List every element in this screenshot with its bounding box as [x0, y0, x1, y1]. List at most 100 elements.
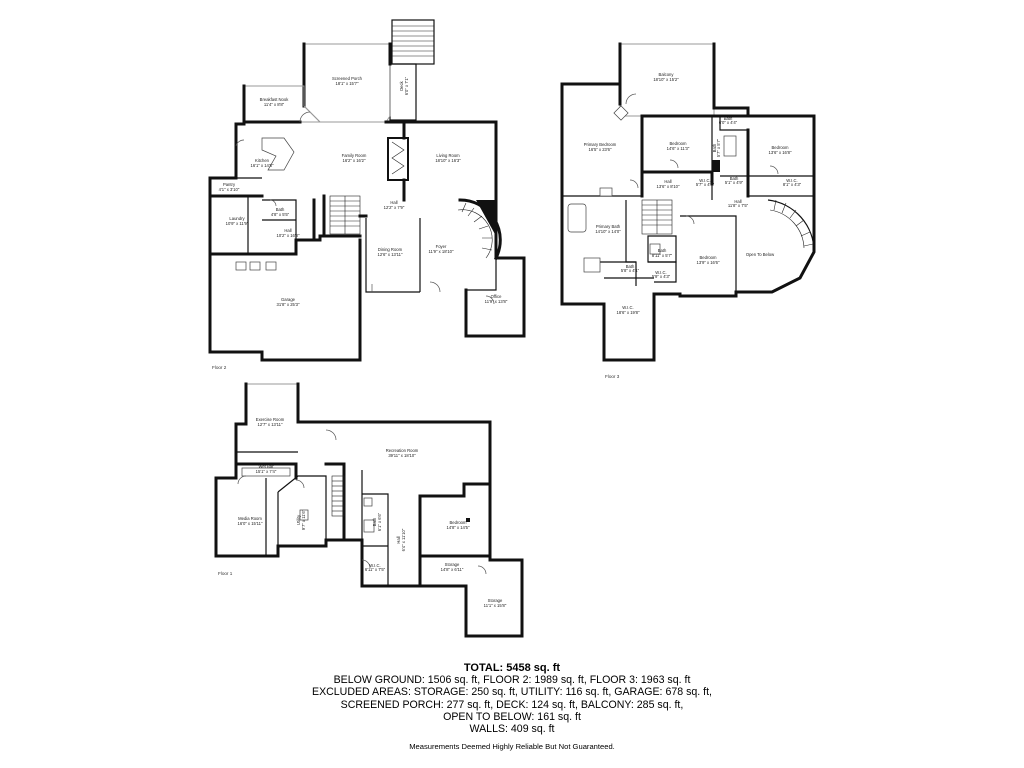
f3-bath-e-label: Bath [626, 264, 635, 269]
floor-3-doors [625, 93, 779, 225]
floor-1-fixtures [241, 467, 470, 533]
garage-fixtures [235, 261, 277, 271]
open-to-below-area: OPEN TO BELOW: 161 sq. ft [443, 710, 581, 723]
f3-balcony-dims: 18'10" x 15'2" [653, 77, 679, 82]
f2-breakfast-nook-label: Breakfast Nook [260, 97, 290, 102]
f1-bedroom-dims: 14'8" x 14'5" [447, 525, 470, 530]
fireplace-center [387, 137, 409, 181]
f1-hall-dims: 6'4" x 11'10" [401, 528, 406, 551]
disclaimer: Measurements Deemed Highly Reliable But … [409, 742, 615, 751]
f3-wic-a-label: W.I.C. [699, 178, 710, 183]
f3-primary-bedroom-label: Primary Bedroom [584, 142, 617, 147]
f1-bedroom-label: Bedroom [450, 520, 468, 525]
f2-kitchen-label: Kitchen [255, 158, 270, 163]
f3-balcony-label: Balcony [659, 72, 675, 77]
floor-3-stairs [641, 199, 673, 235]
floor-2-exterior-walls [208, 122, 246, 256]
f2-hall-b-dims: 10'2" x 16'3" [277, 233, 300, 238]
f3-bath-a-label: Bath [724, 116, 733, 121]
f1-wet-bar-label: Wet Bar [258, 464, 274, 469]
f2-living-room-label: Living Room [436, 153, 460, 158]
floor-3-exterior-walls [560, 82, 738, 362]
f3-bedroom-b-dims: 13'6" x 16'8" [769, 150, 792, 155]
deck-outline [389, 63, 417, 121]
f3-bath-c-label: Bath [730, 176, 739, 181]
f1-recreation-room-label: Recreation Room [386, 448, 419, 453]
f3-bath-d-dims: 8'11" x 5'7" [652, 253, 673, 258]
floor-1-label: Floor 1 [218, 571, 233, 576]
f1-wet-bar-dims: 15'1" x 7'4" [256, 469, 277, 474]
f2-foyer-label: Foyer [436, 244, 447, 249]
f3-bedroom-a-dims: 14'6" x 11'3" [667, 146, 690, 151]
f3-bath-b-label: Bath [712, 143, 717, 152]
excluded-areas-line-1: EXCLUDED AREAS: STORAGE: 250 sq. ft, UTI… [312, 686, 712, 699]
f2-hall-a-label: Hall [390, 200, 397, 205]
f1-bath-label: Bath [372, 517, 377, 526]
f2-screened-porch-label: Screened Porch [332, 76, 363, 81]
f3-wic-d-label: W.I.C. [622, 305, 633, 310]
f2-garage-label: Garage [281, 297, 296, 302]
excluded-areas-line-2: SCREENED PORCH: 277 sq. ft, DECK: 124 sq… [340, 698, 684, 711]
f1-hall-label: Hall [396, 536, 401, 543]
f1-media-room-dims: 16'0" x 15'11" [238, 521, 263, 526]
f1-storage-b-dims: 11'1" x 15'8" [484, 603, 507, 608]
f2-pantry-label: Pantry [223, 182, 236, 187]
f2-garage-dims: 31'8" x 25'3" [277, 302, 300, 307]
f2-laundry-dims: 10'9" x 11'9" [226, 221, 249, 226]
f2-screened-porch-dims: 18'1" x 15'7" [336, 81, 359, 86]
floor-2-plan: Screened Porch 18'1" x 15'7" Deck 6'0" x… [208, 19, 526, 370]
f2-deck-dims: 6'0" x 7'1" [404, 76, 409, 95]
floor-2-label: Floor 2 [212, 365, 227, 370]
f3-hall-a-label: Hall [664, 179, 671, 184]
f3-hall-b-dims: 11'8" x 7'5" [728, 203, 749, 208]
floor-area-breakdown: BELOW GROUND: 1506 sq. ft, FLOOR 2: 1989… [333, 674, 691, 687]
f3-primary-bath-dims: 14'10" x 14'0" [595, 229, 621, 234]
f2-hall-a-dims: 12'2" x 7'9" [384, 205, 405, 210]
f3-bedroom-a-label: Bedroom [670, 141, 688, 146]
f2-family-room-dims: 16'2" x 16'2" [343, 158, 366, 163]
kitchen-island [261, 137, 295, 171]
floor-1-stairs [331, 475, 345, 517]
f2-dining-room-label: Dining Room [378, 247, 403, 252]
f3-open-to-below-label: Open To Below [746, 252, 775, 257]
floor-2-curved-stair [457, 198, 502, 261]
f2-pantry-dims: 4'1" x 3'10" [219, 187, 240, 192]
f3-hall-b-label: Hall [734, 199, 741, 204]
floor-1-doors [237, 429, 487, 575]
f1-recreation-room-dims: 39'11" x 18'10" [388, 453, 416, 458]
f2-deck-label: Deck [399, 80, 404, 90]
f3-bath-d-label: Bath [658, 248, 667, 253]
f1-storage-a-label: Storage [445, 562, 460, 567]
f1-bath-dims: 6'1" x 6'6" [377, 512, 382, 531]
f3-wic-d-dims: 18'6" x 19'8" [617, 310, 640, 315]
f3-bedroom-c-label: Bedroom [700, 255, 718, 260]
f2-bath-dims: 4'8" x 5'5" [271, 212, 290, 217]
floor-3-curved-stair [767, 199, 815, 253]
f2-office-label: Office [491, 294, 503, 299]
f2-office-dims: 11'9" x 13'8" [485, 299, 508, 304]
f3-wic-a-dims: 5'7" x 4'4" [696, 182, 715, 187]
floor-3-plan: Balcony 18'10" x 15'2" Primary Bedroom 1… [560, 42, 816, 379]
f2-laundry-label: Laundry [229, 216, 245, 221]
f1-wic-label: W.I.C. [369, 563, 380, 568]
f3-primary-bedroom-dims: 16'5" x 23'6" [589, 147, 612, 152]
f3-wic-c-dims: 5'9" x 4'3" [652, 274, 671, 279]
f2-breakfast-nook-dims: 11'4" x 8'8" [264, 102, 285, 107]
f3-wic-c-label: W.I.C. [655, 270, 666, 275]
f3-wic-b-label: W.I.C. [786, 178, 797, 183]
f2-kitchen-dims: 16'1" x 14'8" [251, 163, 274, 168]
f3-bedroom-c-dims: 13'9" x 16'6" [697, 260, 720, 265]
f3-bath-b-dims: 5'7" x 5'7" [716, 138, 721, 157]
f1-exercise-room-label: Exercise Room [256, 417, 285, 422]
f3-bedroom-b-label: Bedroom [772, 145, 790, 150]
f2-living-room-dims: 18'10" x 16'3" [435, 158, 461, 163]
deck-stairs [391, 19, 435, 65]
f1-storage-a-dims: 14'8" x 6'11" [441, 567, 464, 572]
f2-family-room-label: Family Room [342, 153, 367, 158]
f1-exercise-room-dims: 12'7" x 13'11" [258, 422, 283, 427]
f1-utility-label: Utility [296, 514, 301, 525]
f3-bath-c-dims: 5'1" x 4'9" [725, 180, 744, 185]
f1-utility-dims: 9'7" x 11'6" [301, 509, 306, 530]
f2-foyer-dims: 11'9" x 18'10" [429, 249, 454, 254]
floor-3-fixtures [567, 105, 737, 273]
